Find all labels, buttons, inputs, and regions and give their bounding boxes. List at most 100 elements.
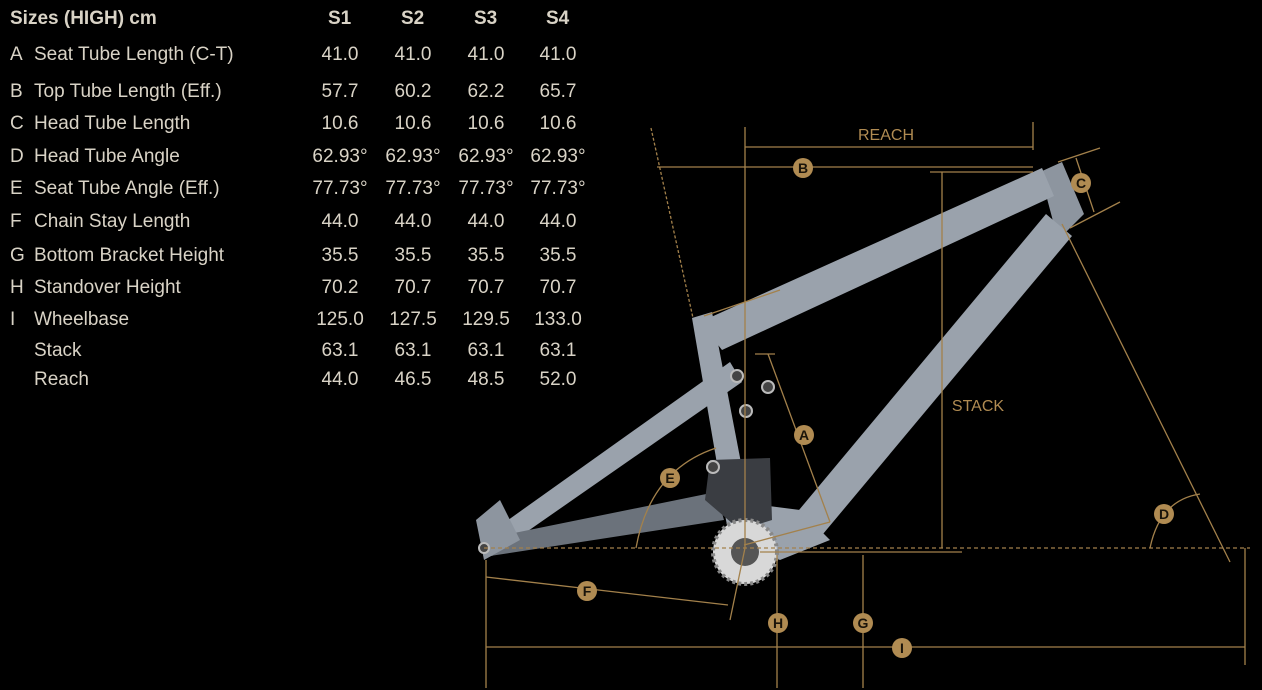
marker-a: A	[794, 425, 814, 445]
row-value-s3: 35.5	[467, 245, 505, 266]
row-value-s3: 62.93°	[458, 146, 514, 167]
size-header-s3: S3	[474, 8, 498, 29]
row-letter: G	[10, 245, 25, 266]
row-value-s3: 129.5	[462, 309, 510, 330]
row-value-s4: 65.7	[539, 81, 577, 102]
row-value-s4: 70.7	[539, 277, 577, 298]
table-row: F Chain Stay Length 44.0 44.0 44.0 44.0	[0, 211, 600, 237]
row-letter: C	[10, 113, 24, 134]
row-value-s4: 63.1	[539, 340, 577, 361]
svg-text:G: G	[858, 615, 869, 631]
row-value-s1: 77.73°	[312, 178, 368, 199]
svg-text:B: B	[798, 160, 808, 176]
size-header-s2: S2	[401, 8, 425, 29]
row-value-s4: 41.0	[539, 44, 577, 65]
svg-text:D: D	[1159, 506, 1169, 522]
row-value-s1: 44.0	[321, 211, 359, 232]
marker-b: B	[793, 158, 813, 178]
table-row: C Head Tube Length 10.6 10.6 10.6 10.6	[0, 113, 600, 139]
row-value-s4: 35.5	[539, 245, 577, 266]
row-label: Reach	[34, 369, 89, 390]
pivot-bolts	[478, 369, 775, 554]
row-value-s4: 133.0	[534, 309, 582, 330]
row-value-s1: 57.7	[321, 81, 359, 102]
row-value-s4: 77.73°	[530, 178, 586, 199]
row-value-s3: 44.0	[467, 211, 505, 232]
table-row: A Seat Tube Length (C-T) 41.0 41.0 41.0 41.0	[0, 44, 600, 70]
bike-frame	[476, 162, 1084, 560]
table-row: B Top Tube Length (Eff.) 57.7 60.2 62.2 65.7	[0, 81, 600, 107]
row-label: Wheelbase	[34, 309, 130, 330]
row-value-s3: 10.6	[467, 113, 505, 134]
row-label: Stack	[34, 340, 82, 361]
row-label: Head Tube Length	[34, 113, 191, 134]
svg-text:C: C	[1076, 175, 1086, 191]
row-label: Chain Stay Length	[34, 211, 191, 232]
row-letter: F	[10, 211, 22, 232]
row-value-s1: 125.0	[316, 309, 364, 330]
row-value-s4: 10.6	[539, 113, 577, 134]
row-value-s2: 77.73°	[385, 178, 441, 199]
svg-text:A: A	[799, 427, 809, 443]
row-value-s2: 35.5	[394, 245, 432, 266]
row-label: Seat Tube Length (C-T)	[34, 44, 234, 65]
row-value-s3: 41.0	[467, 44, 505, 65]
table-row: E Seat Tube Angle (Eff.) 77.73° 77.73° 77.73…	[0, 178, 600, 204]
table-row: Reach 44.0 46.5 48.5 52.0	[0, 369, 600, 395]
row-value-s3: 62.2	[467, 81, 505, 102]
row-value-s2: 10.6	[394, 113, 432, 134]
row-value-s4: 62.93°	[530, 146, 586, 167]
row-value-s1: 41.0	[321, 44, 359, 65]
row-value-s2: 70.7	[394, 277, 432, 298]
dimension-lines	[484, 122, 1250, 688]
row-letter: A	[10, 44, 23, 65]
row-value-s3: 63.1	[467, 340, 505, 361]
marker-e: E	[660, 468, 680, 488]
row-label: Head Tube Angle	[34, 146, 180, 167]
row-value-s1: 70.2	[321, 277, 359, 298]
row-value-s2: 44.0	[394, 211, 432, 232]
row-value-s2: 62.93°	[385, 146, 441, 167]
row-value-s2: 60.2	[394, 81, 432, 102]
svg-text:F: F	[583, 583, 592, 599]
size-header-s4: S4	[546, 8, 570, 29]
row-letter: E	[10, 178, 23, 199]
size-header-s1: S1	[328, 8, 352, 29]
marker-g: G	[853, 613, 873, 633]
row-value-s1: 10.6	[321, 113, 359, 134]
row-value-s2: 127.5	[389, 309, 437, 330]
marker-h: H	[768, 613, 788, 633]
marker-d: D	[1154, 504, 1174, 524]
svg-text:H: H	[773, 615, 783, 631]
table-row: G Bottom Bracket Height 35.5 35.5 35.5 35.5	[0, 245, 600, 271]
svg-text:E: E	[665, 470, 674, 486]
row-value-s1: 44.0	[321, 369, 359, 390]
row-value-s3: 48.5	[467, 369, 505, 390]
row-label: Top Tube Length (Eff.)	[34, 81, 222, 102]
row-value-s2: 41.0	[394, 44, 432, 65]
row-value-s2: 46.5	[394, 369, 432, 390]
row-letter: B	[10, 81, 23, 102]
marker-c: C	[1071, 173, 1091, 193]
row-value-s3: 70.7	[467, 277, 505, 298]
row-label: Bottom Bracket Height	[34, 245, 225, 266]
row-letter: D	[10, 146, 24, 167]
row-label: Seat Tube Angle (Eff.)	[34, 178, 220, 199]
row-value-s1: 62.93°	[312, 146, 368, 167]
svg-text:I: I	[900, 640, 904, 656]
row-value-s4: 44.0	[539, 211, 577, 232]
table-row: I Wheelbase 125.0 127.5 129.5 133.0	[0, 309, 600, 335]
row-value-s4: 52.0	[539, 369, 577, 390]
marker-f: F	[577, 581, 597, 601]
reach-label: REACH	[858, 127, 914, 144]
table-row: D Head Tube Angle 62.93° 62.93° 62.93° 62.93°	[0, 146, 600, 172]
row-value-s1: 35.5	[321, 245, 359, 266]
row-value-s2: 63.1	[394, 340, 432, 361]
row-label: Standover Height	[34, 277, 181, 298]
marker-i: I	[892, 638, 912, 658]
row-letter: I	[10, 309, 16, 330]
row-value-s3: 77.73°	[458, 178, 514, 199]
